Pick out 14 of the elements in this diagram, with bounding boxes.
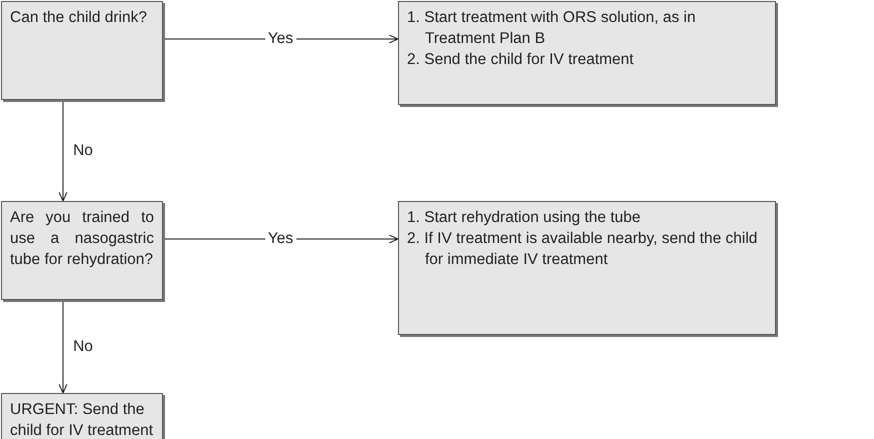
box-text: Can the child drink? — [10, 8, 148, 28]
list-item: 1. Start rehydration using the tube — [407, 208, 642, 228]
list-item: 2. Send the child for IV treatment — [407, 50, 635, 70]
list-item: 1. Start treatment with ORS solution, as in Treatment Plan B — [407, 8, 697, 49]
box-text: Are you trained to use a nasogastric tube for rehydration? — [10, 208, 154, 270]
process-box — [398, 201, 776, 335]
process-box — [398, 1, 776, 105]
process-box — [1, 393, 163, 439]
arrow — [58, 102, 68, 202]
box-text: URGENT: Send the child for IV treatment — [10, 400, 154, 439]
list-item: 2. If IV treatment is available nearby, send the child for immediate IV treatment — [407, 229, 758, 270]
arrow — [58, 302, 68, 394]
process-box — [1, 1, 163, 100]
process-box — [1, 201, 163, 300]
